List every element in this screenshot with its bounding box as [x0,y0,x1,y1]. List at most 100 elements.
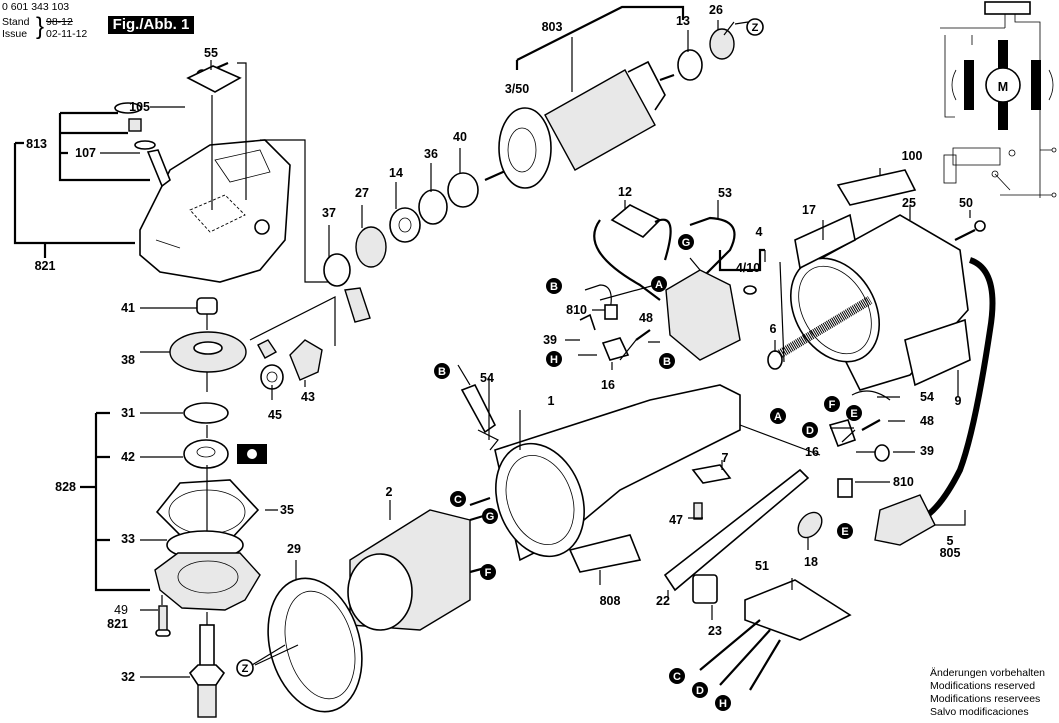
svg-text:B: B [550,281,558,293]
svg-text:F: F [829,399,836,411]
callout-9: 9 [955,394,962,408]
connector-f-right: F [824,396,840,412]
armature-803 [544,69,656,171]
svg-text:D: D [806,425,814,437]
callout-41: 41 [121,301,135,315]
callout-50: 50 [959,196,973,210]
ball-bearing-42 [183,439,229,469]
callout-45: 45 [268,408,282,422]
brush-clip-16b [828,419,857,448]
callout-25: 25 [902,196,916,210]
spindle-lock-pin [146,149,171,188]
connector-e-right-top: E [846,405,862,421]
callout-36: 36 [424,147,438,161]
svg-text:A: A [774,411,782,423]
svg-text:E: E [841,526,848,538]
cable-54 [460,383,497,434]
spring-18 [797,511,823,539]
callout-828: 828 [55,480,76,494]
connector-c-stator: C [450,491,466,507]
callout-39-left: 39 [543,333,557,347]
svg-text:B: B [663,356,671,368]
callout-54-right: 54 [920,390,934,404]
callout-labels: 55 105 813 107 821 37 27 14 36 40 803 3/… [26,3,973,684]
svg-text:C: C [673,671,681,683]
callout-26: 26 [709,3,723,17]
connector-d-right: D [802,422,818,438]
callout-16-left: 16 [601,378,615,392]
screw-49 [158,605,168,633]
gear-housing-assembly [114,61,291,283]
lock-washer [257,339,278,359]
callout-7: 7 [722,451,729,465]
connector-d-switch: D [692,682,708,698]
callout-803: 803 [542,20,563,34]
connector-a-brush: A [651,276,667,292]
pinion-parts [249,287,371,390]
switch-knob-23 [692,574,718,604]
cable-grommet-6 [767,350,783,370]
schematic-field-bottom [998,100,1008,130]
callout-821-bottom: 821 [107,617,128,631]
callout-810-right: 810 [893,475,914,489]
spring-39 [579,313,596,331]
callout-55: 55 [204,46,218,60]
callout-29: 29 [287,542,301,556]
bracket-828 [80,411,150,592]
switch-rod-22 [663,468,810,592]
carbon-brush-810b [837,478,853,498]
callout-13: 13 [676,14,690,28]
connector-b-brush-left: B [546,278,562,294]
callout-1: 1 [548,394,555,408]
svg-text:Z: Z [752,22,759,34]
connector-c-switch: C [669,668,685,684]
needle-bearing-41 [196,297,218,315]
svg-text:D: D [696,685,704,697]
callout-18: 18 [804,555,818,569]
svg-text:E: E [850,408,857,420]
note-fr: Modifications reservees [930,693,1041,705]
callout-4-10: 4/10 [736,261,760,275]
bearing-flange-828 [154,552,261,611]
issue-label: Issue [2,28,28,40]
schematic-switch-block [984,1,1031,15]
callout-3-50: 3/50 [505,82,529,96]
callout-54-left: 54 [480,371,494,385]
carbon-brush-810 [604,304,618,320]
callout-107: 107 [75,146,96,160]
struck-date: 98-12 [46,16,73,28]
part-number: 0 601 343 103 [2,1,70,13]
oring-107 [134,140,156,150]
callout-821-top: 821 [35,259,56,273]
callout-39-right: 39 [920,444,934,458]
note-en: Modifications reserved [930,680,1036,692]
callout-43: 43 [301,390,315,404]
callout-14: 14 [389,166,403,180]
callout-805: 805 [940,546,961,560]
label-808 [568,534,642,573]
callout-48-right: 48 [920,414,934,428]
callout-4: 4 [756,225,763,239]
seal-37 [323,253,351,287]
motor-label: M [998,80,1008,94]
callout-810-left: 810 [566,303,587,317]
wiring-schematic: M [940,1,1057,198]
svg-text:A: A [655,279,663,291]
callout-2: 2 [386,485,393,499]
svg-text:G: G [682,237,691,249]
svg-text:H: H [550,354,558,366]
callout-48-left: 48 [639,311,653,325]
bearing-row [323,172,479,287]
callout-47: 47 [669,513,683,527]
connector-b-brush-right: B [659,353,675,369]
sleeve-26 [709,28,735,60]
screw-50 [974,220,986,232]
spindle-lock-cap [114,102,142,114]
oring-36 [418,189,448,225]
connector-g-stator: G [482,508,498,524]
brush-clip-16 [601,337,630,361]
suppressor-12 [610,204,662,238]
connector-a-housing: A [770,408,786,424]
brush-holder-area [579,204,765,361]
label-105 [186,65,242,93]
